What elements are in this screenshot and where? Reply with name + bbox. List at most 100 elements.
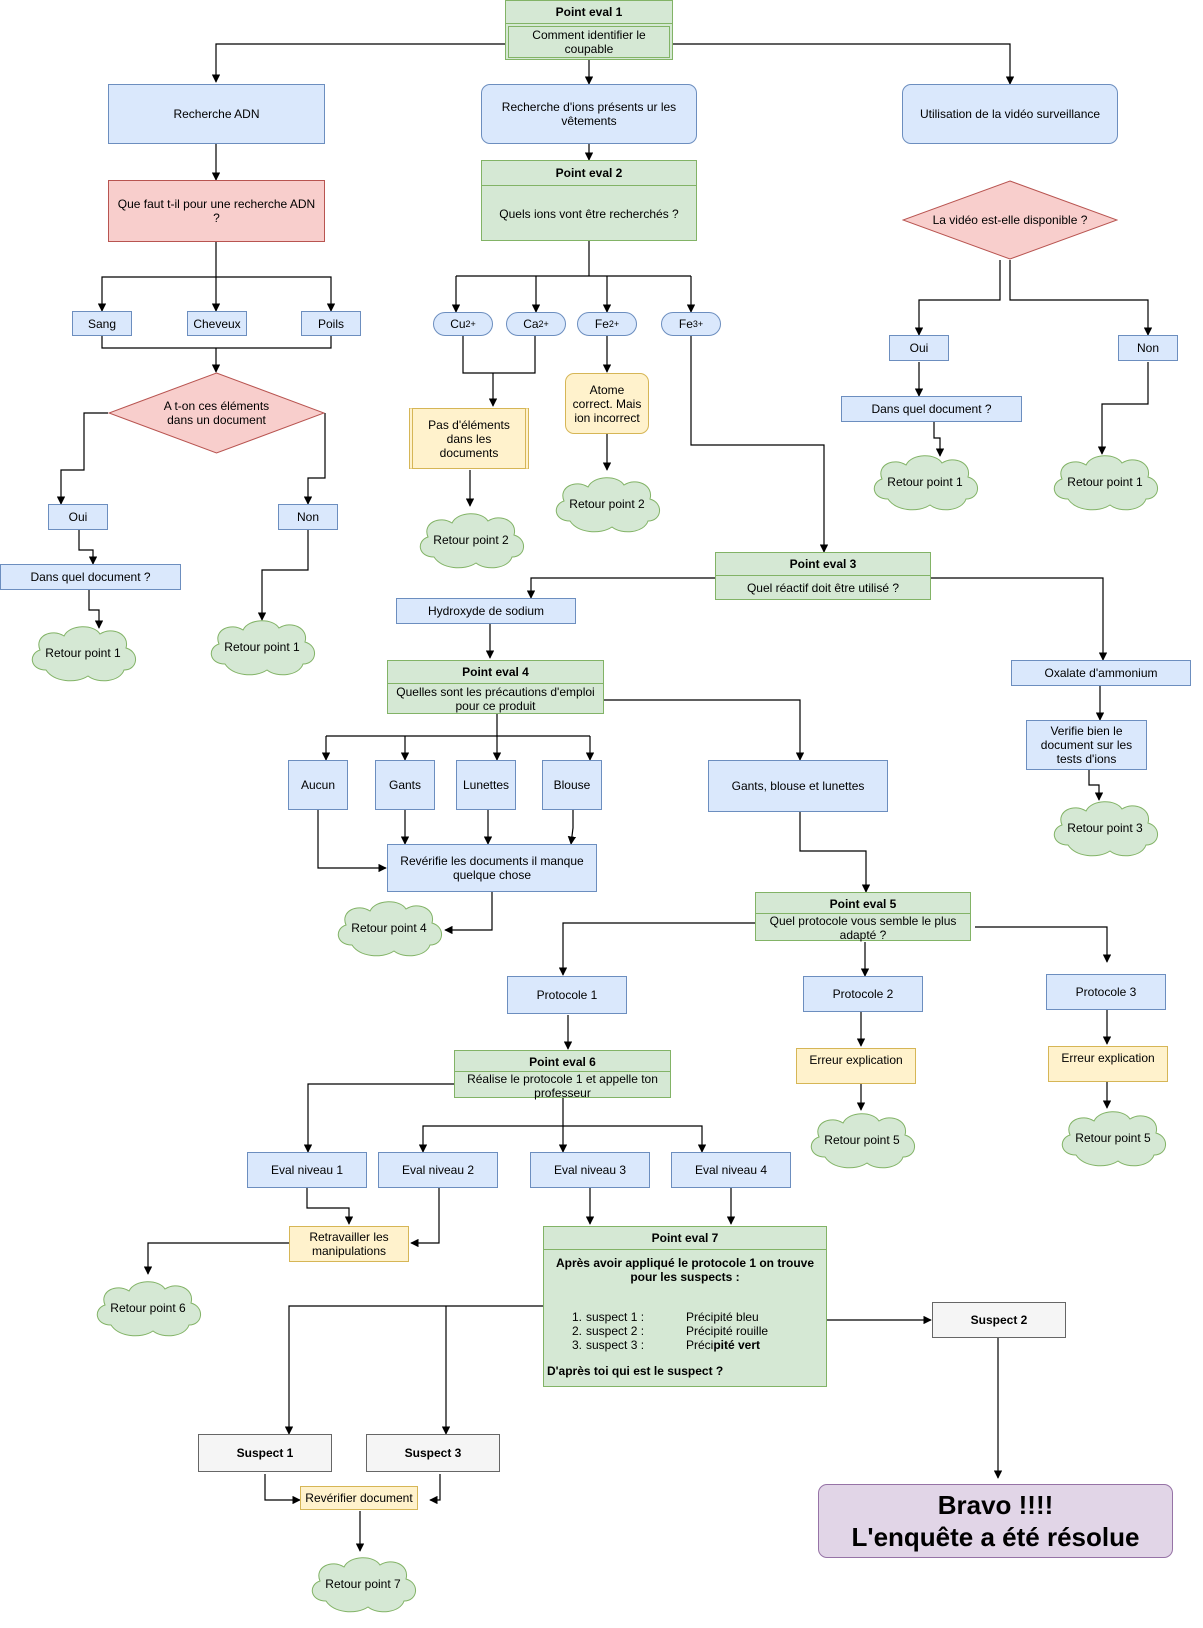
node-gants-blouse-lunettes[interactable]: Gants, blouse et lunettes bbox=[708, 760, 888, 812]
cloud-retour-5b-label: Retour point 5 bbox=[1075, 1131, 1151, 1145]
node-bravo[interactable]: Bravo !!!! L'enquête a été résolue bbox=[818, 1484, 1173, 1558]
node-recherche-ions[interactable]: Recherche d'ions présents ur les vêtemen… bbox=[481, 84, 697, 144]
node-erreur-explication-2[interactable]: Erreur explication bbox=[796, 1048, 916, 1084]
node-suspect-1[interactable]: Suspect 1 bbox=[198, 1434, 332, 1472]
cloud-retour-7[interactable]: Retour point 7 bbox=[304, 1552, 422, 1616]
cloud-video-retour-oui[interactable]: Retour point 1 bbox=[866, 450, 984, 514]
cloud-retour-2-fe2-label: Retour point 2 bbox=[569, 497, 645, 511]
node-aucun[interactable]: Aucun bbox=[288, 760, 348, 810]
node-eval-niveau-1[interactable]: Eval niveau 1 bbox=[247, 1152, 367, 1188]
point-eval-2-title: Point eval 2 bbox=[555, 166, 623, 180]
result-label: suspect 1 : bbox=[586, 1310, 645, 1324]
point-eval-7-results: 1. suspect 1 : Précipité bleu 2. suspect… bbox=[572, 1310, 768, 1352]
cloud-retour-3[interactable]: Retour point 3 bbox=[1046, 796, 1164, 860]
node-protocole-1[interactable]: Protocole 1 bbox=[507, 976, 627, 1014]
node-poils[interactable]: Poils bbox=[301, 311, 361, 336]
cloud-retour-5a[interactable]: Retour point 5 bbox=[803, 1108, 921, 1172]
node-lunettes[interactable]: Lunettes bbox=[456, 760, 516, 810]
ion-fe3-charge: 3+ bbox=[692, 319, 704, 329]
edge-p6-eval2 bbox=[418, 1098, 564, 1153]
edge-fe3-p3 bbox=[690, 336, 829, 553]
edge-verifie-retour3 bbox=[1088, 770, 1104, 801]
node-suspect-2[interactable]: Suspect 2 bbox=[932, 1302, 1066, 1338]
cloud-shape bbox=[555, 477, 660, 533]
result-value-b: pité vert bbox=[713, 1338, 761, 1352]
edge-eval2-retrav bbox=[410, 1188, 440, 1248]
cloud-retour-3-label: Retour point 3 bbox=[1067, 821, 1143, 835]
diamond-shape bbox=[108, 372, 325, 454]
node-verifie-document[interactable]: Verifie bien le document sur les tests d… bbox=[1026, 720, 1147, 770]
node-video-dans-doc[interactable]: Dans quel document ? bbox=[841, 396, 1022, 422]
node-suspect-3[interactable]: Suspect 3 bbox=[366, 1434, 500, 1472]
cloud-adn-retour-non-label: Retour point 1 bbox=[224, 640, 300, 654]
cloud-retour-6[interactable]: Retour point 6 bbox=[89, 1276, 207, 1340]
node-erreur-explication-3[interactable]: Erreur explication bbox=[1048, 1046, 1168, 1082]
cloud-retour-5b[interactable]: Retour point 5 bbox=[1054, 1106, 1172, 1170]
result-row: 2. suspect 2 : Précipité rouille bbox=[572, 1324, 768, 1338]
edge-p3-hydroxyde bbox=[526, 577, 715, 599]
cloud-retour-4[interactable]: Retour point 4 bbox=[330, 896, 448, 960]
point-eval-7[interactable]: Point eval 7 Après avoir appliqué le pro… bbox=[543, 1226, 827, 1387]
node-recherche-adn[interactable]: Recherche ADN bbox=[108, 84, 325, 144]
node-video-diamond[interactable]: La vidéo est-elle disponible ? bbox=[902, 180, 1118, 260]
edge-blouse-rev bbox=[567, 810, 577, 845]
cloud-retour-2-cu-ca-label: Retour point 2 bbox=[433, 533, 509, 547]
cloud-adn-retour-non[interactable]: Retour point 1 bbox=[203, 616, 321, 678]
node-retravailler[interactable]: Retravailler les manipulations bbox=[289, 1226, 409, 1262]
edge-p5-p3 bbox=[975, 926, 1112, 963]
point-eval-7-question: D'après toi qui est le suspect ? bbox=[547, 1364, 724, 1378]
cloud-adn-retour-oui-label: Retour point 1 bbox=[45, 646, 121, 660]
node-eval-niveau-4[interactable]: Eval niveau 4 bbox=[671, 1152, 791, 1188]
node-oxalate[interactable]: Oxalate d'ammonium bbox=[1011, 660, 1191, 686]
point-eval-3-divider bbox=[716, 575, 930, 576]
cloud-retour-2-fe2[interactable]: Retour point 2 bbox=[548, 472, 666, 536]
cloud-video-retour-non[interactable]: Retour point 1 bbox=[1046, 450, 1164, 514]
node-eval-niveau-3[interactable]: Eval niveau 3 bbox=[530, 1152, 650, 1188]
point-eval-3: Point eval 3 Quel réactif doit être util… bbox=[715, 552, 931, 600]
node-blouse[interactable]: Blouse bbox=[542, 760, 602, 810]
cloud-shape bbox=[1053, 801, 1158, 857]
node-adn-diamond-label: A t-on ces éléments dans un document bbox=[108, 372, 325, 454]
edge-p6-eval4 bbox=[563, 1125, 707, 1153]
cloud-shape bbox=[31, 626, 136, 682]
point-eval-7-intro: Après avoir appliqué le protocole 1 on t… bbox=[555, 1256, 815, 1284]
node-reverifier-document[interactable]: Revérifier document bbox=[300, 1486, 418, 1510]
node-sang[interactable]: Sang bbox=[72, 311, 132, 336]
point-eval-1-title: Point eval 1 bbox=[555, 5, 623, 19]
point-eval-4: Point eval 4 Quelles sont les précaution… bbox=[387, 660, 604, 714]
node-reverifie[interactable]: Revérifie les documents il manque quelqu… bbox=[387, 844, 597, 892]
node-video-surveillance[interactable]: Utilisation de la vidéo surveillance bbox=[902, 84, 1118, 144]
node-adn-diamond-text: A t-on ces éléments dans un document bbox=[163, 399, 270, 427]
node-adn-diamond[interactable]: A t-on ces éléments dans un document bbox=[108, 372, 325, 454]
node-adn-dans-doc[interactable]: Dans quel document ? bbox=[0, 564, 181, 590]
cloud-retour-2-cu-ca[interactable]: Retour point 2 bbox=[412, 508, 530, 572]
node-video-non[interactable]: Non bbox=[1118, 335, 1178, 361]
edge-doc-retour bbox=[88, 590, 104, 629]
node-adn-non[interactable]: Non bbox=[278, 504, 338, 530]
node-gants[interactable]: Gants bbox=[375, 760, 435, 810]
point-eval-6: Point eval 6 Réalise le protocole 1 et a… bbox=[454, 1050, 671, 1100]
cloud-retour-7-label: Retour point 7 bbox=[325, 1577, 401, 1591]
edge-q-sang bbox=[97, 242, 217, 312]
node-adn-question[interactable]: Que faut t-il pour une recherche ADN ? bbox=[108, 180, 325, 242]
node-eval-niveau-2[interactable]: Eval niveau 2 bbox=[378, 1152, 498, 1188]
cloud-retour-5a-label: Retour point 5 bbox=[824, 1133, 900, 1147]
node-cheveux[interactable]: Cheveux bbox=[187, 311, 247, 336]
node-hydroxyde[interactable]: Hydroxyde de sodium bbox=[396, 598, 576, 624]
node-adn-oui[interactable]: Oui bbox=[48, 504, 108, 530]
node-protocole-3[interactable]: Protocole 3 bbox=[1046, 974, 1166, 1010]
cloud-adn-retour-oui[interactable]: Retour point 1 bbox=[24, 622, 142, 684]
node-atome-correct[interactable]: Atome correct. Mais ion incorrect bbox=[565, 373, 649, 434]
point-eval-3-question: Quel réactif doit être utilisé ? bbox=[746, 581, 900, 595]
point-eval-5-divider bbox=[756, 913, 970, 914]
node-video-oui[interactable]: Oui bbox=[889, 335, 949, 361]
point-eval-2-divider bbox=[482, 185, 696, 186]
point-eval-1-question-box: Comment identifier le coupable bbox=[508, 26, 670, 58]
result-value: Précipité bleu bbox=[686, 1310, 768, 1324]
node-protocole-2[interactable]: Protocole 2 bbox=[803, 976, 923, 1012]
node-pas-elements[interactable]: Pas d'éléments dans les documents bbox=[409, 408, 529, 469]
